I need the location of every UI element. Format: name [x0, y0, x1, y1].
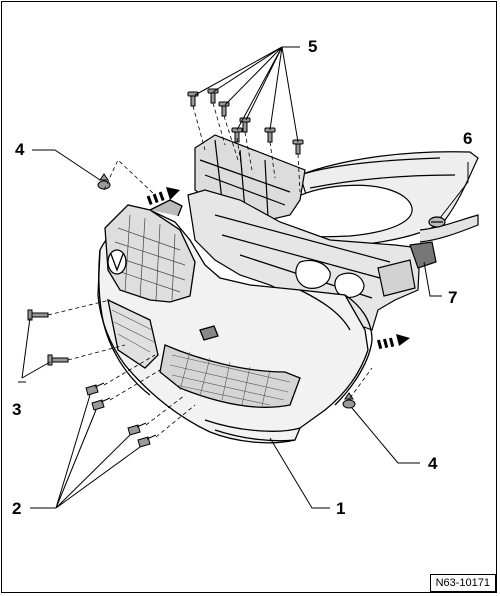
callout-1: 1 — [336, 499, 346, 518]
bumper-cover — [97, 199, 373, 444]
screw-5f — [292, 139, 304, 155]
screw-3b — [47, 354, 69, 366]
screw-5a — [187, 91, 199, 107]
callout-5: 5 — [308, 37, 318, 56]
clip-4-upper — [97, 173, 111, 190]
screw-5b — [207, 88, 219, 104]
assembly-lines — [47, 102, 373, 438]
fasteners — [27, 88, 356, 448]
screw-3a — [27, 309, 49, 321]
direction-arrow-lower — [376, 334, 410, 350]
screw-2c — [127, 422, 147, 436]
callout-4-upper: 4 — [15, 140, 25, 159]
screw-2d — [137, 434, 157, 448]
callout-3: 3 — [12, 400, 22, 419]
reference-code-label: N63-10171 — [429, 574, 496, 592]
screw-2a — [85, 382, 105, 396]
callout-7: 7 — [448, 288, 458, 307]
leader-lines — [18, 46, 469, 509]
callout-4-lower: 4 — [428, 454, 438, 473]
callout-6: 6 — [463, 129, 473, 148]
screw-2b — [91, 397, 111, 411]
vehicle-front-body — [187, 134, 479, 331]
direction-arrow-upper — [146, 187, 180, 206]
screw-5c — [218, 101, 230, 117]
callout-2: 2 — [12, 499, 22, 518]
screw-5e — [264, 127, 276, 143]
